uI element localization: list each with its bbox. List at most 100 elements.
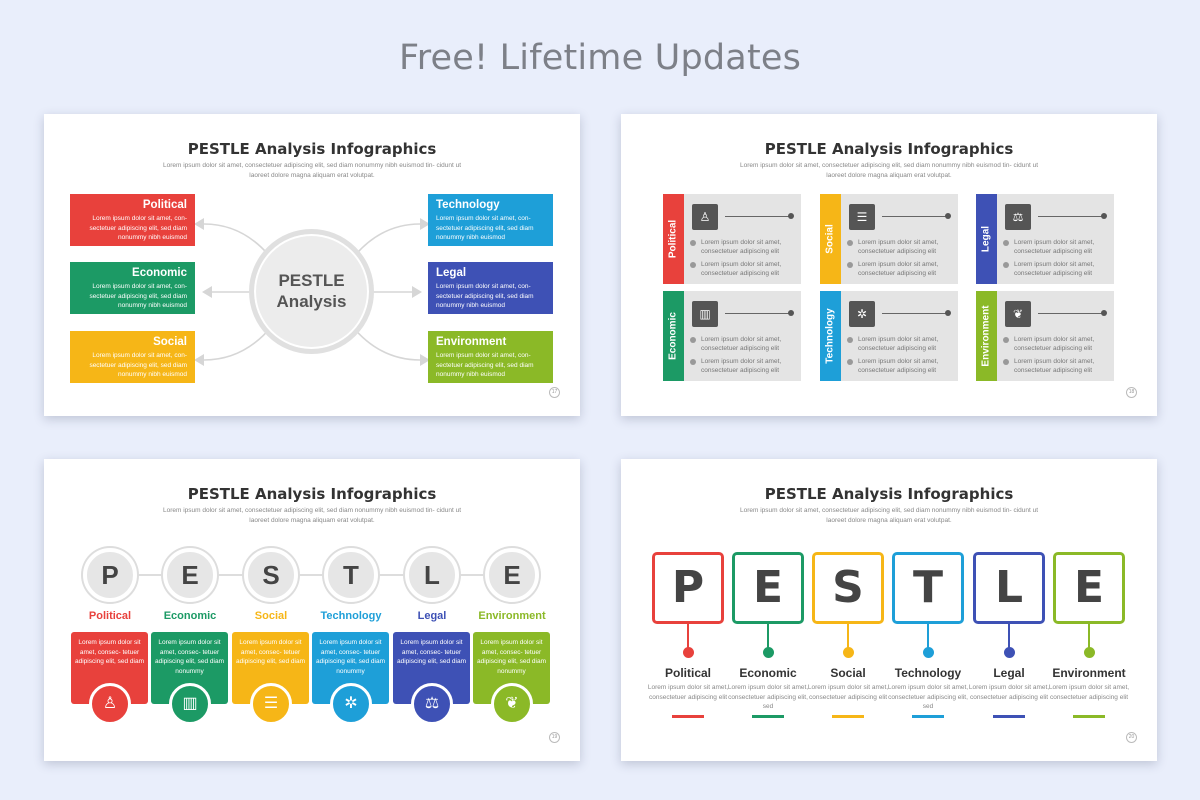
divider xyxy=(882,216,948,217)
hub-label-line1: PESTLE xyxy=(278,271,345,290)
box-body: Lorem ipsum dolor sit amet, con- sectetu… xyxy=(89,283,187,309)
stem-dot xyxy=(1004,647,1015,658)
bullet: Lorem ipsum dolor sit amet, consectetuer… xyxy=(690,260,795,278)
technology-box[interactable]: Technology Lorem ipsum dolor sit amet, c… xyxy=(428,194,553,246)
body-legal: Lorem ipsum dolor sit amet, consectetuer… xyxy=(968,684,1050,701)
box-title: Social xyxy=(153,336,187,348)
body-economic: Lorem ipsum dolor sit amet, consectetuer… xyxy=(727,684,809,710)
box-body: Lorem ipsum dolor sit amet, con- sectetu… xyxy=(89,215,187,241)
letter-circle-p: P xyxy=(83,548,137,602)
political-box[interactable]: Political Lorem ipsum dolor sit amet, co… xyxy=(70,194,195,246)
box-body: Lorem ipsum dolor sit amet, con- sectetu… xyxy=(89,352,187,378)
connector-line xyxy=(124,574,504,576)
underline xyxy=(832,715,864,718)
slide-title: PESTLE Analysis Infographics xyxy=(764,140,1014,158)
underline xyxy=(993,715,1025,718)
card-color-bar xyxy=(820,194,841,284)
hub-circle xyxy=(249,229,374,354)
slide-pestle-hub[interactable]: PESTLE Analysis Infographics Lorem ipsum… xyxy=(44,114,580,416)
box-body: Lorem ipsum dolor sit amet, con- sectetu… xyxy=(436,352,534,378)
slide-title: PESTLE Analysis Infographics xyxy=(187,485,437,503)
divider-dot xyxy=(788,310,794,316)
stem-dot xyxy=(683,647,694,658)
box-title: Political xyxy=(142,199,187,211)
slide-subtitle: Lorem ipsum dolor sit amet, consectetuer… xyxy=(739,162,1039,179)
page-number: 20 xyxy=(1126,732,1137,743)
stem xyxy=(927,624,929,650)
stem-dot xyxy=(843,647,854,658)
card-label: Legal xyxy=(980,225,992,253)
card-color-bar xyxy=(820,291,841,381)
podium-icon: ♙ xyxy=(692,204,718,230)
divider xyxy=(725,216,791,217)
bullet: Lorem ipsum dolor sit amet, consectetuer… xyxy=(847,260,952,278)
divider xyxy=(882,313,948,314)
page-number: 18 xyxy=(1126,387,1137,398)
divider-dot xyxy=(1101,310,1107,316)
card-environment[interactable]: Environment ❦ Lorem ipsum dolor sit amet… xyxy=(976,291,1114,381)
divider-dot xyxy=(945,310,951,316)
stem-dot xyxy=(1084,647,1095,658)
letter-box-e2: E xyxy=(1053,552,1125,624)
bullet: Lorem ipsum dolor sit amet, consectetuer… xyxy=(690,357,795,375)
slide-title: PESTLE Analysis Infographics xyxy=(764,485,1014,503)
card-legal[interactable]: Legal ⚖ Lorem ipsum dolor sit amet, cons… xyxy=(976,194,1114,284)
hub-label: PESTLE Analysis xyxy=(249,270,374,312)
card-social[interactable]: Social ☰ Lorem ipsum dolor sit amet, con… xyxy=(820,194,958,284)
label-technology: Technology xyxy=(320,610,382,622)
bullet: Lorem ipsum dolor sit amet, consectetuer… xyxy=(1003,357,1108,375)
chip-icon: ✲ xyxy=(330,683,372,725)
slide-pestle-squares[interactable]: PESTLE Analysis Infographics Lorem ipsum… xyxy=(621,459,1157,761)
slide-pestle-circles[interactable]: PESTLE Analysis Infographics Lorem ipsum… xyxy=(44,459,580,761)
bullet: Lorem ipsum dolor sit amet, consectetuer… xyxy=(690,238,795,256)
bullet: Lorem ipsum dolor sit amet, consectetuer… xyxy=(847,357,952,375)
stem xyxy=(1088,624,1090,650)
environment-box[interactable]: Environment Lorem ipsum dolor sit amet, … xyxy=(428,331,553,383)
letter-box-p: P xyxy=(652,552,724,624)
slide-pestle-cards[interactable]: PESTLE Analysis Infographics Lorem ipsum… xyxy=(621,114,1157,416)
divider xyxy=(725,313,791,314)
leaf-icon: ❦ xyxy=(1005,301,1031,327)
card-economic[interactable]: Economic ▥ Lorem ipsum dolor sit amet, c… xyxy=(663,291,801,381)
letter-circle-e2: E xyxy=(485,548,539,602)
label-environment: Environment xyxy=(478,610,546,622)
card-label: Social xyxy=(824,224,836,254)
divider-dot xyxy=(945,213,951,219)
label-political: Political xyxy=(664,666,711,680)
bullet: Lorem ipsum dolor sit amet, consectetuer… xyxy=(847,238,952,256)
card-technology[interactable]: Technology ✲ Lorem ipsum dolor sit amet,… xyxy=(820,291,958,381)
scale-icon: ⚖ xyxy=(1005,204,1031,230)
label-political: Political xyxy=(88,610,132,622)
label-legal: Legal xyxy=(993,666,1025,680)
slide-subtitle: Lorem ipsum dolor sit amet, consectetuer… xyxy=(739,507,1039,524)
card-label: Environment xyxy=(980,305,992,367)
hub-label-line2: Analysis xyxy=(276,292,347,311)
box-title: Economic xyxy=(132,267,187,279)
letter-box-l: L xyxy=(973,552,1045,624)
card-color-bar xyxy=(663,194,684,284)
economic-box[interactable]: Economic Lorem ipsum dolor sit amet, con… xyxy=(70,262,195,314)
box-title: Legal xyxy=(436,267,467,279)
letter-circle-l: L xyxy=(405,548,459,602)
stem xyxy=(847,624,849,650)
letter-circle-e: E xyxy=(163,548,217,602)
social-box[interactable]: Social Lorem ipsum dolor sit amet, con- … xyxy=(70,331,195,383)
card-color-bar xyxy=(976,194,997,284)
underline xyxy=(1073,715,1105,718)
box-body: Lorem ipsum dolor sit amet, con- sectetu… xyxy=(436,283,534,309)
legal-box[interactable]: Legal Lorem ipsum dolor sit amet, con- s… xyxy=(428,262,553,314)
underline xyxy=(752,715,784,718)
page-number: 17 xyxy=(549,387,560,398)
leaf-icon: ❦ xyxy=(491,683,533,725)
slide-subtitle: Lorem ipsum dolor sit amet, consectetuer… xyxy=(162,507,462,524)
stem-dot xyxy=(763,647,774,658)
bullet: Lorem ipsum dolor sit amet, consectetuer… xyxy=(1003,238,1108,256)
label-economic: Economic xyxy=(739,666,797,680)
underline xyxy=(912,715,944,718)
divider-dot xyxy=(788,213,794,219)
bullet: Lorem ipsum dolor sit amet, consectetuer… xyxy=(690,335,795,353)
letter-box-s: S xyxy=(812,552,884,624)
box-body: Lorem ipsum dolor sit amet, con- sectetu… xyxy=(436,215,534,241)
body-social: Lorem ipsum dolor sit amet, consectetuer… xyxy=(807,684,889,701)
card-political[interactable]: Political ♙ Lorem ipsum dolor sit amet, … xyxy=(663,194,801,284)
